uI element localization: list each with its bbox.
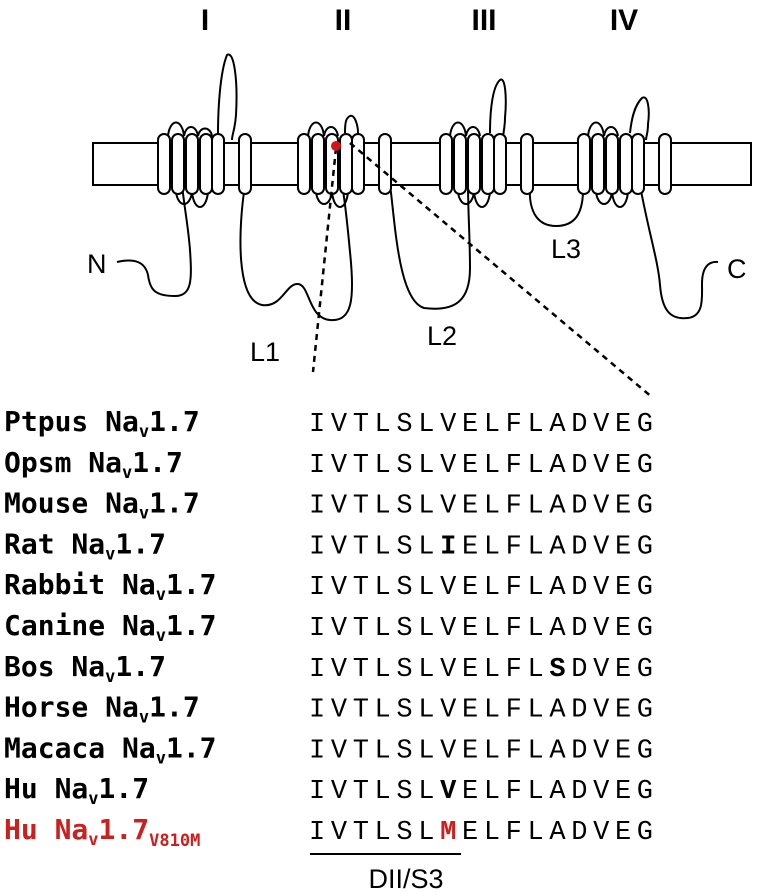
domain-4-segment-s4 <box>619 133 633 195</box>
domain-2-segment-s2 <box>311 133 325 195</box>
mutation-site-marker <box>331 141 341 151</box>
pore-loop-1 <box>217 53 238 141</box>
domain-4-segment-s5 <box>631 133 645 195</box>
species-label: Opsm Nav1.7 <box>4 446 183 483</box>
domain-3-segment-s5 <box>493 133 507 195</box>
species-label: Bos Nav1.7 <box>4 650 166 687</box>
species-label: Mouse Nav1.7 <box>4 487 200 524</box>
domain-labels: I II III IV <box>201 4 638 37</box>
species-label: Canine Nav1.7 <box>4 609 217 646</box>
domain-1-segment-s2 <box>171 133 185 195</box>
c-terminal-tail <box>639 184 719 320</box>
domain-4-segment-s1 <box>577 133 591 195</box>
domain-label-4: IV <box>610 4 638 37</box>
species-label: Hu Nav1.7V810M <box>4 813 200 851</box>
species-label: Ptpus Nav1.7 <box>4 405 200 442</box>
n-terminal-tail <box>116 184 192 298</box>
domain-4-segment-s2 <box>591 133 605 195</box>
species-label: Macaca Nav1.7 <box>4 731 217 768</box>
domain-3-inner-links <box>457 191 491 208</box>
domain-2-linkers <box>307 121 339 137</box>
domain-4-inner-links <box>595 191 629 208</box>
domain-2-segment-s6 <box>378 133 392 195</box>
loop-labels: N C L1 L2 L3 <box>87 234 747 367</box>
loop-l1-label: L1 <box>250 337 280 367</box>
domain-1-segment-s6 <box>238 133 252 195</box>
domain-3-segment-s1 <box>439 133 453 195</box>
loop-l3 <box>528 184 585 228</box>
domain-1-segment-s4 <box>199 133 213 195</box>
species-label: Rabbit Nav1.7 <box>4 568 217 605</box>
species-label: Rat Nav1.7 <box>4 527 166 564</box>
domain-3-linkers <box>449 121 481 137</box>
domain-4-segment-s3 <box>605 133 619 195</box>
loop-l2-label: L2 <box>427 321 457 351</box>
loop-l2 <box>389 184 472 310</box>
domain-2-segment-s1 <box>297 133 311 195</box>
domain-1-inner-links <box>175 191 209 208</box>
pore-loop-3 <box>489 78 507 141</box>
domain-4-linkers <box>587 121 619 137</box>
domain-3-segment-s6 <box>520 133 534 195</box>
n-terminus-label: N <box>87 249 107 279</box>
domain-label-3: III <box>471 4 496 37</box>
domain-3-segment-s4 <box>481 133 495 195</box>
transmembrane-helices <box>157 133 672 195</box>
segment-label: DII/S3 <box>368 864 443 894</box>
domain-1-segment-s5 <box>211 133 225 195</box>
domain-3-segment-s3 <box>467 133 481 195</box>
domain-1-linkers <box>167 121 213 137</box>
c-terminus-label: C <box>727 254 747 284</box>
domain-label-2: II <box>335 4 352 37</box>
species-label: Horse Nav1.7 <box>4 691 200 728</box>
pore-loop-4 <box>629 96 650 141</box>
loop-l3-label: L3 <box>551 234 581 264</box>
loop-l1 <box>239 184 354 322</box>
species-label: Hu Nav1.7 <box>4 772 149 809</box>
domain-1-segment-s1 <box>157 133 171 195</box>
zoom-line-right <box>349 142 654 399</box>
domain-2-segment-s5 <box>351 133 365 195</box>
topology <box>92 53 752 399</box>
domain-label-1: I <box>201 4 209 37</box>
domain-1-segment-s3 <box>185 133 199 195</box>
zoom-line-left <box>311 147 338 373</box>
domain-4-segment-s6 <box>658 133 672 195</box>
pore-loop-2 <box>344 114 359 134</box>
domain-3-segment-s2 <box>453 133 467 195</box>
